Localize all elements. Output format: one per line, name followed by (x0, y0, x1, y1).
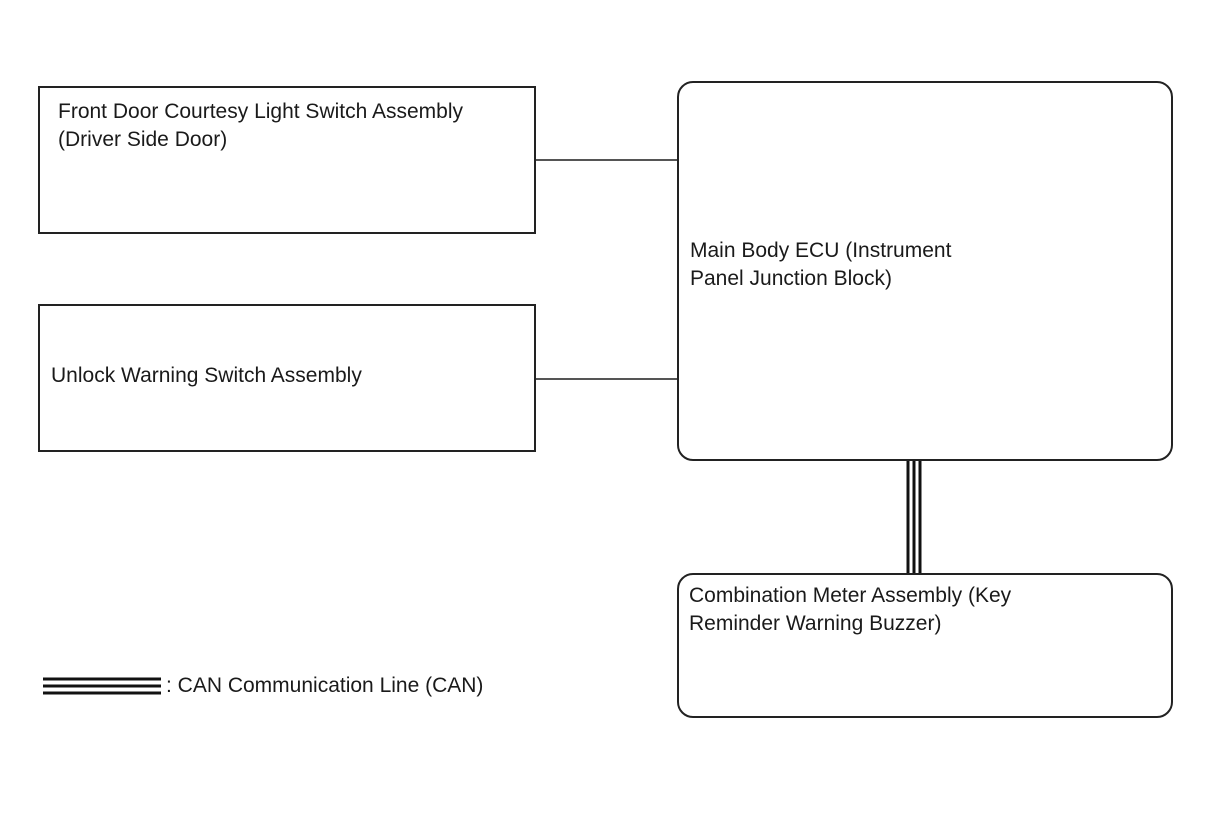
combination-meter-label: Combination Meter Assembly (Key Reminder… (689, 582, 1011, 638)
can-line-legend-label: : CAN Communication Line (CAN) (166, 674, 484, 697)
unlock-warning-to-ecu-wire (536, 378, 677, 380)
main-body-ecu-box: Main Body ECU (Instrument Panel Junction… (677, 81, 1173, 461)
unlock-warning-switch-box: Unlock Warning Switch Assembly (38, 304, 536, 452)
main-body-ecu-label-line2: Panel Junction Block) (690, 267, 892, 290)
combination-meter-box: Combination Meter Assembly (Key Reminder… (677, 573, 1173, 718)
main-body-ecu-label: Main Body ECU (Instrument Panel Junction… (690, 237, 951, 293)
front-door-courtesy-light-switch-box: Front Door Courtesy Light Switch Assembl… (38, 86, 536, 234)
can-communication-line (906, 461, 922, 573)
front-door-label-line2: (Driver Side Door) (58, 128, 228, 151)
combination-meter-label-line2: Reminder Warning Buzzer) (689, 612, 942, 635)
front-door-label-line1: Front Door Courtesy Light Switch Assembl… (58, 100, 463, 123)
combination-meter-label-line1: Combination Meter Assembly (Key (689, 584, 1012, 607)
can-line-legend-swatch (43, 677, 161, 695)
front-door-to-ecu-wire (536, 159, 677, 161)
unlock-warning-label-line1: Unlock Warning Switch Assembly (51, 364, 362, 387)
front-door-courtesy-light-switch-label: Front Door Courtesy Light Switch Assembl… (58, 98, 463, 154)
unlock-warning-switch-label: Unlock Warning Switch Assembly (51, 362, 362, 390)
main-body-ecu-label-line1: Main Body ECU (Instrument (690, 239, 952, 262)
